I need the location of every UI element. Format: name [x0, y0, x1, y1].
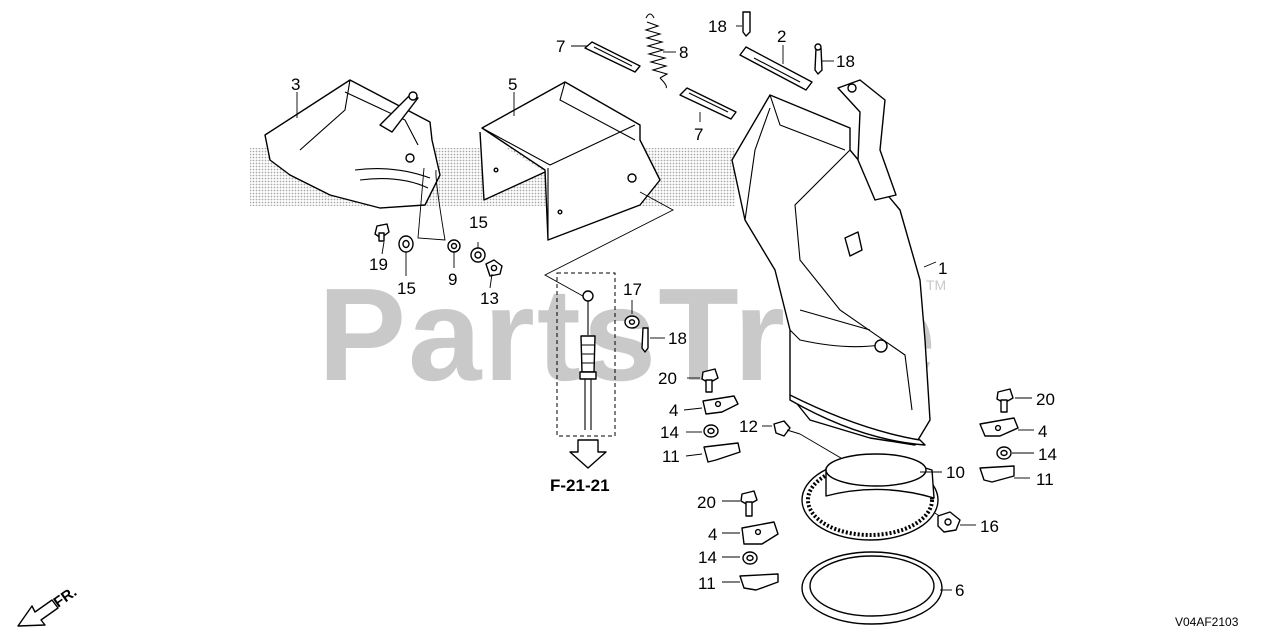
part-4-clamp-a: [702, 395, 739, 415]
part-9-nut: [447, 239, 461, 253]
callout-11-b: 11: [1036, 470, 1054, 489]
diagram-code: V04AF2103: [1175, 615, 1239, 629]
callout-4-a: 4: [669, 401, 678, 420]
part-11-handle-a: [703, 442, 741, 463]
part-5-deflector-plate: [479, 81, 661, 241]
part-17-washer: [624, 315, 640, 329]
part-15-washer-center: [470, 247, 486, 263]
callout-3: 3: [291, 75, 300, 94]
callout-9: 9: [448, 270, 457, 289]
callout-7-lower: 7: [694, 125, 703, 144]
callout-18-top: 18: [708, 17, 727, 36]
callout-11-a: 11: [662, 447, 680, 466]
reference-label[interactable]: F-21-21: [550, 476, 610, 495]
callout-1: 1: [938, 259, 947, 278]
callout-2: 2: [777, 27, 786, 46]
part-6-ring: [801, 551, 943, 625]
part-20-bolt-c: [740, 490, 758, 517]
part-18-pin-right: [814, 43, 823, 75]
callout-5: 5: [508, 75, 517, 94]
cable-assembly: [556, 272, 616, 437]
part-14-washer-a: [703, 424, 719, 438]
part-16-nut: [937, 511, 961, 533]
part-14-washer-c: [742, 551, 758, 565]
part-1-chute: [731, 79, 931, 446]
callout-16: 16: [980, 517, 999, 536]
watermark-trademark: TM: [926, 277, 946, 293]
leader-lines: [296, 25, 1034, 591]
part-15-washer-left: [398, 235, 414, 253]
callout-11-c: 11: [698, 574, 716, 593]
callout-18-cable: 18: [668, 329, 687, 348]
callout-18-right: 18: [836, 52, 855, 71]
part-11-handle-b: [979, 465, 1015, 483]
part-11-handle-c: [739, 573, 779, 591]
part-10-gear-ring: [801, 453, 939, 541]
callout-6: 6: [955, 581, 964, 600]
callout-14-c: 14: [698, 548, 717, 567]
front-direction-marker: FR.: [17, 583, 80, 627]
part-4-clamp-b: [979, 417, 1019, 437]
part-12-bolt: [773, 420, 801, 437]
part-7-link-lower: [679, 87, 737, 120]
callout-15-center: 15: [469, 213, 488, 232]
callout-12: 12: [739, 417, 758, 436]
part-14-washer-b: [996, 446, 1012, 460]
part-19-bolt: [374, 223, 390, 242]
callout-14-b: 14: [1038, 445, 1057, 464]
part-18-pin-top: [742, 11, 751, 37]
callout-20-a: 20: [658, 369, 677, 388]
callout-13: 13: [480, 289, 499, 308]
reference-arrow: [569, 439, 607, 469]
callout-17: 17: [623, 280, 642, 299]
front-arrow-icon: [17, 599, 59, 627]
part-13-nut: [485, 259, 503, 277]
callout-20-b: 20: [1036, 390, 1055, 409]
callout-10: 10: [946, 463, 965, 482]
part-4-clamp-c: [741, 521, 779, 545]
part-20-bolt-b: [996, 388, 1014, 413]
part-8-spring: [644, 13, 669, 89]
part-20-bolt-a: [701, 368, 719, 393]
callout-4-c: 4: [708, 525, 717, 544]
callout-14-a: 14: [660, 423, 679, 442]
callout-20-c: 20: [697, 493, 716, 512]
callout-15-left: 15: [397, 279, 416, 298]
part-7-link-upper: [584, 41, 641, 73]
callout-4-b: 4: [1038, 422, 1047, 441]
part-18-pin-cable: [641, 327, 649, 353]
callout-8: 8: [679, 43, 688, 62]
callout-19: 19: [369, 255, 388, 274]
part-2-link-bar: [739, 46, 813, 91]
callout-7-upper: 7: [556, 37, 565, 56]
